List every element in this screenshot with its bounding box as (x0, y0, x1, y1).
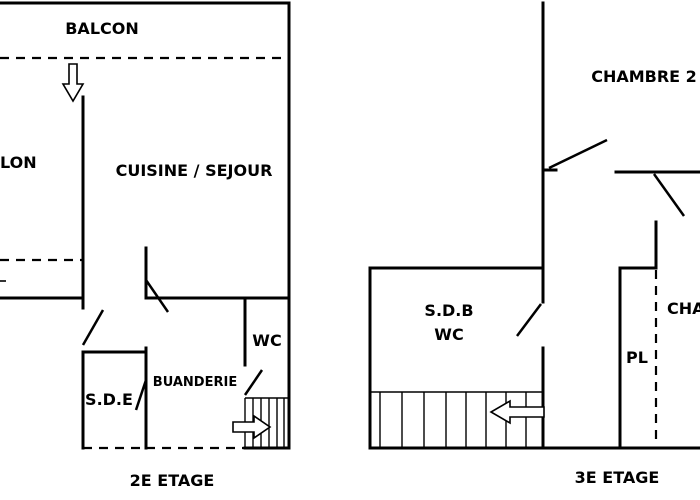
label-wc-2e: WC (252, 331, 281, 350)
door-sde (134, 379, 148, 411)
stair-direction-arrow-icon (232, 414, 272, 440)
entry-arrow-icon (61, 63, 85, 103)
label-chambre-partial: CHA (667, 299, 700, 318)
label-cuisine-sejour: CUISINE / SEJOUR (116, 161, 273, 180)
door-chambre-3 (652, 173, 686, 217)
floor-2e-etage: BALCON LON CUISINE / SEJOUR WC S.D.E BUA… (0, 1, 291, 490)
outer-wall-2e (0, 1, 291, 300)
door-buanderie (144, 279, 170, 313)
stair-direction-arrow-icon (489, 399, 545, 425)
label-lon: LON (0, 153, 37, 172)
label-chambre-2: CHAMBRE 2 (591, 67, 697, 86)
wall-sdb (368, 266, 545, 450)
door-chambre-2 (548, 138, 608, 170)
label-buanderie: BUANDERIE (153, 375, 237, 390)
wall-pl (618, 266, 658, 450)
door-left (81, 309, 105, 346)
floor-title-2e: 2E ETAGE (130, 471, 215, 490)
label-pl: PL (626, 348, 648, 367)
wall-chambre-2 (541, 1, 700, 270)
floor-title-3e: 3E ETAGE (575, 468, 660, 487)
label-wc-3e: WC (434, 325, 463, 344)
wall-sde (81, 346, 148, 450)
door-sdb (516, 303, 542, 337)
floor-3e-etage: CHAMBRE 2 S.D.B WC CHA PL 3E ETAGE (368, 1, 700, 487)
wall-wc-2e (243, 296, 291, 450)
label-sdb: S.D.B (424, 301, 473, 320)
label-balcon: BALCON (65, 19, 139, 38)
label-sde: S.D.E (85, 390, 133, 409)
door-wc-2e (243, 369, 264, 396)
